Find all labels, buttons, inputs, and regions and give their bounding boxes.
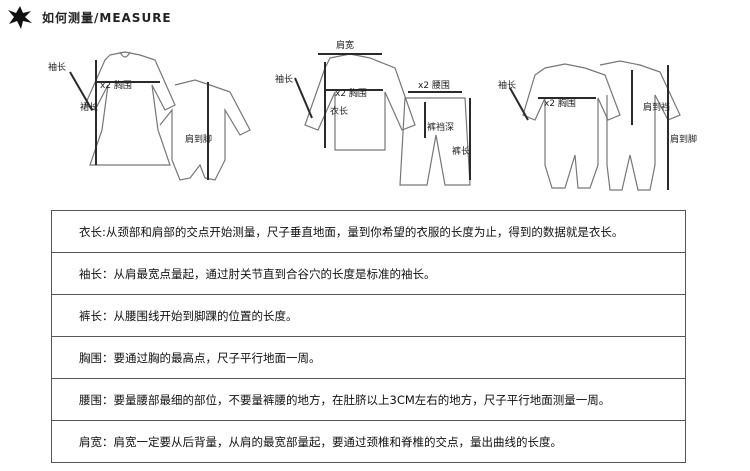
label-chest-2: x2 胸围: [335, 87, 367, 99]
label-sleeve-2: 袖长: [275, 73, 293, 85]
label-rise: 裤裆深: [427, 121, 454, 133]
page-title: 如何测量/MEASURE: [42, 10, 172, 25]
section-header: 如何测量/MEASURE: [6, 4, 172, 30]
instruction-row-sleeve: 袖长：从肩最宽点量起，通过肘关节直到合谷穴的长度是标准的袖长。: [52, 253, 685, 295]
shirt-measure-lines: [294, 53, 471, 180]
bodysuit-measure-lines: [509, 65, 669, 190]
label-shoulder-to-foot-1: 肩到脚: [185, 133, 212, 145]
label-shoulder-width: 肩宽: [336, 39, 354, 51]
measurement-diagram: 袖长 x2 胸围 裙长 肩到脚 肩宽 袖长 x2 胸围 衣长 x2 腰围 裤裆深…: [48, 39, 697, 191]
dress-and-romper-illustration: [84, 51, 251, 181]
label-sleeve-3: 袖长: [498, 79, 516, 91]
instruction-row-chest: 胸围：要通过胸的最高点，尺子平行地面一周。: [52, 337, 685, 379]
label-dress-length: 裙长: [80, 101, 98, 113]
instruction-row-length: 衣长:从颈部和肩部的交点开始测量，尺子垂直地面，量到你希望的衣服的长度为止，得到…: [52, 211, 685, 253]
dress-measure-lines: [69, 60, 209, 180]
label-waist: x2 腰围: [418, 80, 450, 91]
label-chest-3: x2 胸围: [544, 97, 576, 109]
ink-splash-icon: [8, 6, 32, 29]
instruction-row-pants: 裤长：从腰围线开始到脚踝的位置的长度。: [52, 295, 685, 337]
label-length: 衣长: [330, 105, 348, 117]
label-sleeve-1: 袖长: [48, 61, 66, 73]
instruction-row-waist: 腰围：要量腰部最细的部位，不要量裤腰的地方，在肚脐以上3CM左右的地方，尺子平行…: [52, 379, 685, 421]
instruction-row-shoulder: 肩宽：肩宽一定要从后背量，从肩的最宽部量起，要通过颈椎和脊椎的交点，量出曲线的长…: [79, 435, 562, 449]
label-shoulder-to-crotch: 肩到裆: [643, 101, 670, 113]
measurement-instructions-table: 衣长:从颈部和肩部的交点开始测量，尺子垂直地面，量到你希望的衣服的长度为止，得到…: [51, 210, 686, 463]
bodysuit-illustration: [522, 60, 681, 191]
shirt-and-pants-illustration: [304, 53, 471, 186]
label-chest-1: x2 胸围: [100, 79, 132, 91]
label-pants-length: 裤长: [452, 145, 470, 157]
label-shoulder-to-foot-2: 肩到脚: [670, 133, 697, 145]
